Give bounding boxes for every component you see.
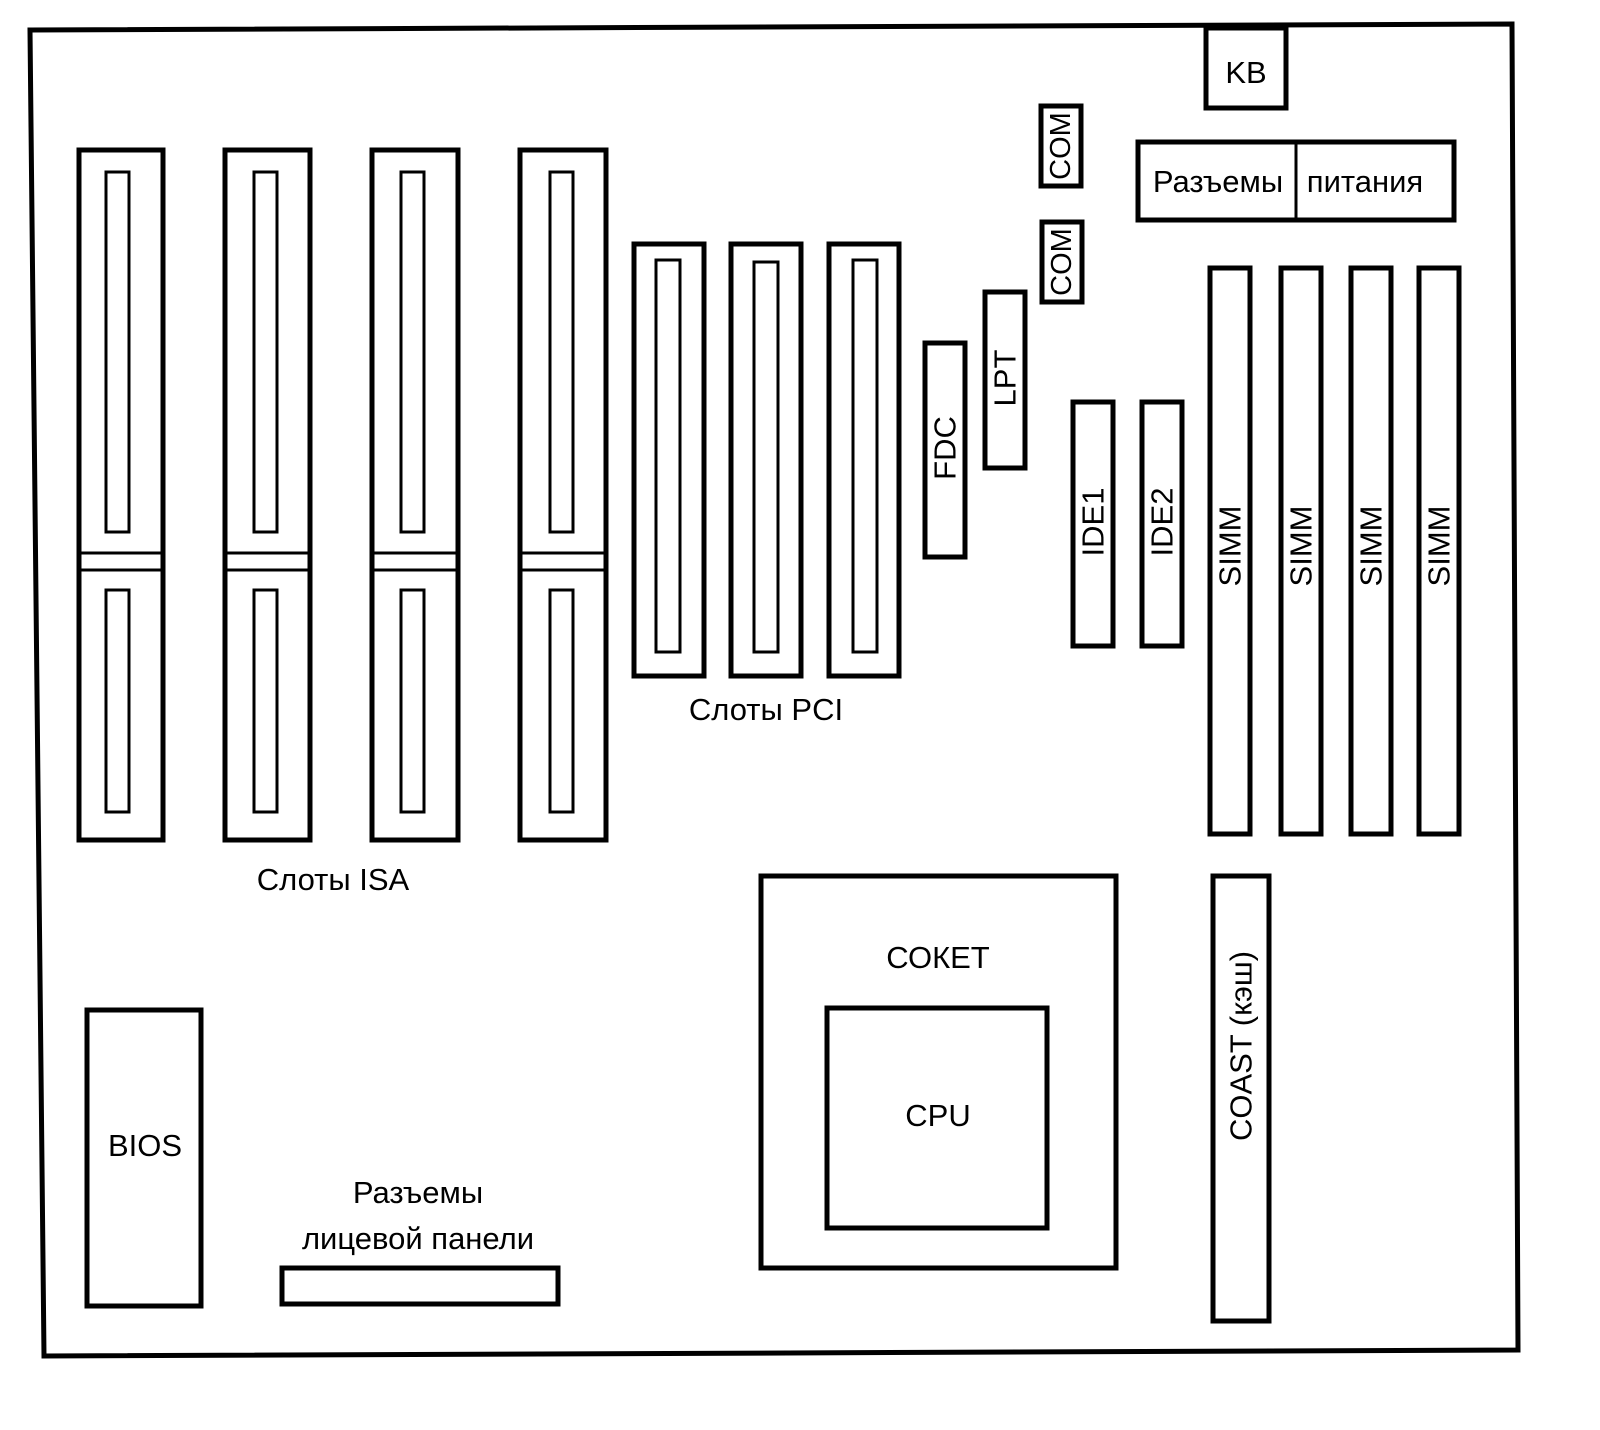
ide1-connector (1070, 399, 1116, 649)
simm-label-3: SIMM (1354, 506, 1389, 587)
isa-slot-4 (517, 147, 609, 843)
lpt-connector (982, 289, 1028, 471)
front-panel-label-2: лицевой панели (302, 1221, 534, 1256)
ide2-connector (1139, 399, 1185, 649)
power-label-1: Разъемы (1153, 164, 1283, 199)
cpu-socket (758, 873, 1119, 1271)
socket-label: СОКЕТ (886, 940, 990, 975)
isa-slot-3 (369, 147, 461, 843)
isa-slots-label: Слоты ISA (257, 862, 410, 897)
cpu (824, 1005, 1050, 1231)
com-port-1 (1038, 103, 1084, 189)
kb-connector (1203, 25, 1289, 111)
power-connectors (1135, 139, 1457, 223)
pci-slot-2 (728, 241, 804, 679)
ide2-label: IDE2 (1145, 488, 1180, 557)
cpu-label: CPU (905, 1098, 970, 1133)
simm-slot-3 (1348, 265, 1394, 837)
isa-slot-1 (76, 147, 166, 843)
lpt-label: LPT (988, 350, 1023, 407)
com-1-label: COM (1045, 112, 1077, 180)
pci-slot-1 (631, 241, 707, 679)
simm-label-1: SIMM (1213, 506, 1248, 587)
front-panel-connector (279, 1265, 561, 1307)
bios-chip (84, 1007, 204, 1309)
kb-label: KB (1225, 55, 1266, 90)
pci-slots-label: Слоты PCI (689, 692, 843, 727)
com-2-label: COM (1046, 228, 1078, 296)
com-port-2 (1039, 219, 1085, 305)
board-outline (27, 21, 1521, 1359)
simm-label-2: SIMM (1284, 506, 1319, 587)
power-label-2: питания (1307, 164, 1423, 199)
coast-label: COAST (кэш) (1224, 951, 1259, 1141)
simm-slot-2 (1278, 265, 1324, 837)
coast-cache-module (1210, 873, 1272, 1324)
ide1-label: IDE1 (1076, 488, 1111, 557)
simm-slot-1 (1207, 265, 1253, 837)
isa-slot-2 (222, 147, 313, 843)
simm-label-4: SIMM (1422, 506, 1457, 587)
fdc-connector (922, 340, 968, 560)
simm-slot-4 (1416, 265, 1462, 837)
bios-label: BIOS (108, 1128, 182, 1163)
fdc-label: FDC (928, 416, 963, 480)
pci-slot-3 (826, 241, 902, 679)
front-panel-label-1: Разъемы (353, 1175, 483, 1210)
